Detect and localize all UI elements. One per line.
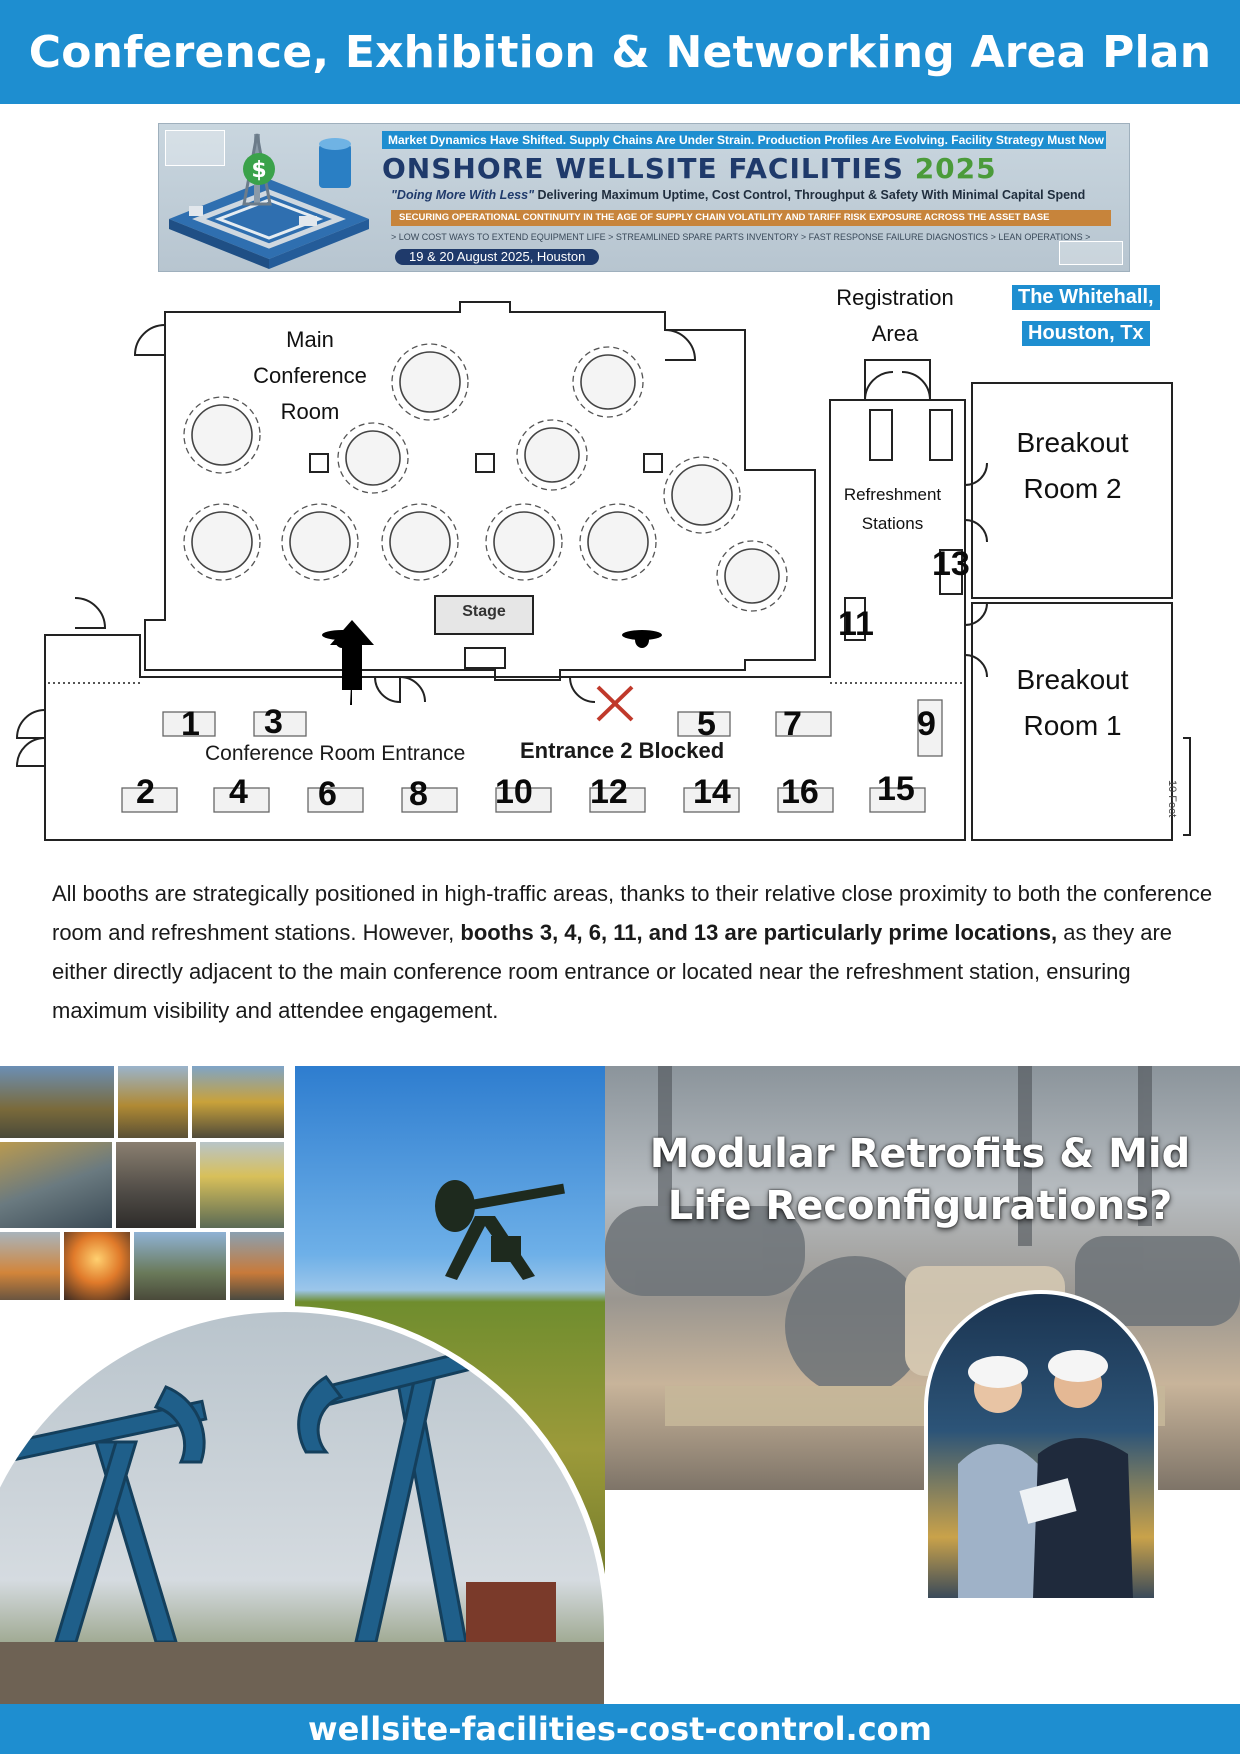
photo-engineers xyxy=(200,1142,284,1228)
photo-refinery-3 xyxy=(192,1066,284,1138)
refreshment-line1: Refreshment xyxy=(843,485,942,504)
pumpjack-pair xyxy=(0,1336,604,1704)
booth-7: 7 xyxy=(783,705,802,743)
photo-refinery-1 xyxy=(0,1066,114,1138)
page-footer: wellsite-facilities-cost-control.com xyxy=(0,1704,1240,1754)
engineers-figures xyxy=(958,1350,1133,1598)
banner-subtitle: "Doing More With Less" Delivering Maximu… xyxy=(391,188,1085,202)
booth-8: 8 xyxy=(409,775,428,813)
banner-strip: SECURING OPERATIONAL CONTINUITY IN THE A… xyxy=(391,210,1111,226)
booth-description: All booths are strategically positioned … xyxy=(52,874,1232,1030)
registration-label: Registration Area xyxy=(820,280,970,352)
event-title-main: ONSHORE WELLSITE FACILITIES xyxy=(382,152,915,185)
booth-15: 15 xyxy=(877,770,915,808)
booth-16: 16 xyxy=(781,773,819,811)
photo-engineers-portrait xyxy=(924,1290,1158,1602)
photo-plant-columns xyxy=(116,1142,196,1228)
booth-11: 11 xyxy=(838,605,874,643)
booth-13: 13 xyxy=(932,545,970,583)
description-part2: as they are either directly adjacent to … xyxy=(52,920,1173,1023)
breakout2-line1: Breakout xyxy=(1016,427,1129,458)
booth-10: 10 xyxy=(495,773,533,811)
banner-event-title: ONSHORE WELLSITE FACILITIES 2025 xyxy=(382,152,997,185)
retrofit-heading: Modular Retrofits & Mid Life Reconfigura… xyxy=(649,1131,1191,1229)
pumpjack-silhouette xyxy=(435,1180,565,1280)
photo-refinery-2 xyxy=(118,1066,188,1138)
photo-sunset xyxy=(64,1232,130,1300)
page-header: Conference, Exhibition & Networking Area… xyxy=(0,0,1240,104)
wellsite-illustration: $ xyxy=(169,133,369,269)
photo-workers-2 xyxy=(0,1232,60,1300)
venue-badge-line2: Houston, Tx xyxy=(1022,321,1150,346)
breakout1-line2: Room 1 xyxy=(1023,710,1122,741)
subtitle-quote: "Doing More With Less" xyxy=(391,188,534,202)
booth-12: 12 xyxy=(590,773,628,811)
booth-9: 9 xyxy=(917,705,936,743)
breakout-room-2-label: Breakout Room 2 xyxy=(990,420,1155,512)
floor-plan: Main Conference Room Registration Area T… xyxy=(0,280,1240,850)
description-part1: All booths are strategically positioned … xyxy=(52,881,1213,945)
svg-text:$: $ xyxy=(251,158,266,183)
breakout2-line2: Room 2 xyxy=(1023,473,1122,504)
floor-plan-drawing xyxy=(15,301,1191,841)
description-prime-booths: booths 3, 4, 6, 11, and 13 are particula… xyxy=(460,920,1058,945)
booth-4: 4 xyxy=(229,773,248,811)
booth-14: 14 xyxy=(693,773,731,811)
booth-5: 5 xyxy=(697,705,716,743)
breakout1-line1: Breakout xyxy=(1016,664,1129,695)
scale-label: 10 Feet xyxy=(1166,780,1178,818)
main-room-line2: Conference xyxy=(253,363,367,388)
subtitle-rest: Delivering Maximum Uptime, Cost Control,… xyxy=(534,188,1086,202)
registration-line1: Registration xyxy=(836,285,954,310)
banner-topics: > LOW COST WAYS TO EXTEND EQUIPMENT LIFE… xyxy=(391,232,1091,242)
venue-badge-line1: The Whitehall, xyxy=(1012,285,1160,310)
refreshment-label: Refreshment Stations xyxy=(830,480,955,538)
page-title: Conference, Exhibition & Networking Area… xyxy=(28,26,1212,78)
booth-3: 3 xyxy=(264,703,283,741)
partner-logo xyxy=(1059,241,1123,265)
conference-entrance-label: Conference Room Entrance xyxy=(205,742,466,765)
photo-collage: Modular Retrofits & Mid Life Reconfigura… xyxy=(0,1066,1240,1704)
stage-label: Stage xyxy=(462,603,506,620)
booth-6: 6 xyxy=(318,775,337,813)
photo-workers-3 xyxy=(230,1232,284,1300)
banner-tagline: Market Dynamics Have Shifted. Supply Cha… xyxy=(382,131,1106,149)
booth-1: 1 xyxy=(181,705,200,743)
breakout-room-1-label: Breakout Room 1 xyxy=(990,657,1155,749)
website-url[interactable]: wellsite-facilities-cost-control.com xyxy=(308,1710,932,1748)
photo-facility xyxy=(134,1232,226,1300)
photo-workers-1 xyxy=(0,1142,112,1228)
main-room-line3: Room xyxy=(280,399,340,424)
registration-line2: Area xyxy=(871,321,919,346)
main-room-line1: Main xyxy=(286,327,334,352)
refreshment-line2: Stations xyxy=(861,514,924,533)
entrance-2-blocked-label: Entrance 2 Blocked xyxy=(520,738,725,763)
event-date: 19 & 20 August 2025, Houston xyxy=(395,249,600,265)
organizer-logo xyxy=(165,130,225,166)
main-room-label: Main Conference Room xyxy=(250,322,370,430)
event-banner: $ Market Dynamics Have Shifted. Supply C… xyxy=(158,123,1130,272)
booth-2: 2 xyxy=(136,773,155,811)
event-title-year: 2025 xyxy=(914,152,997,185)
